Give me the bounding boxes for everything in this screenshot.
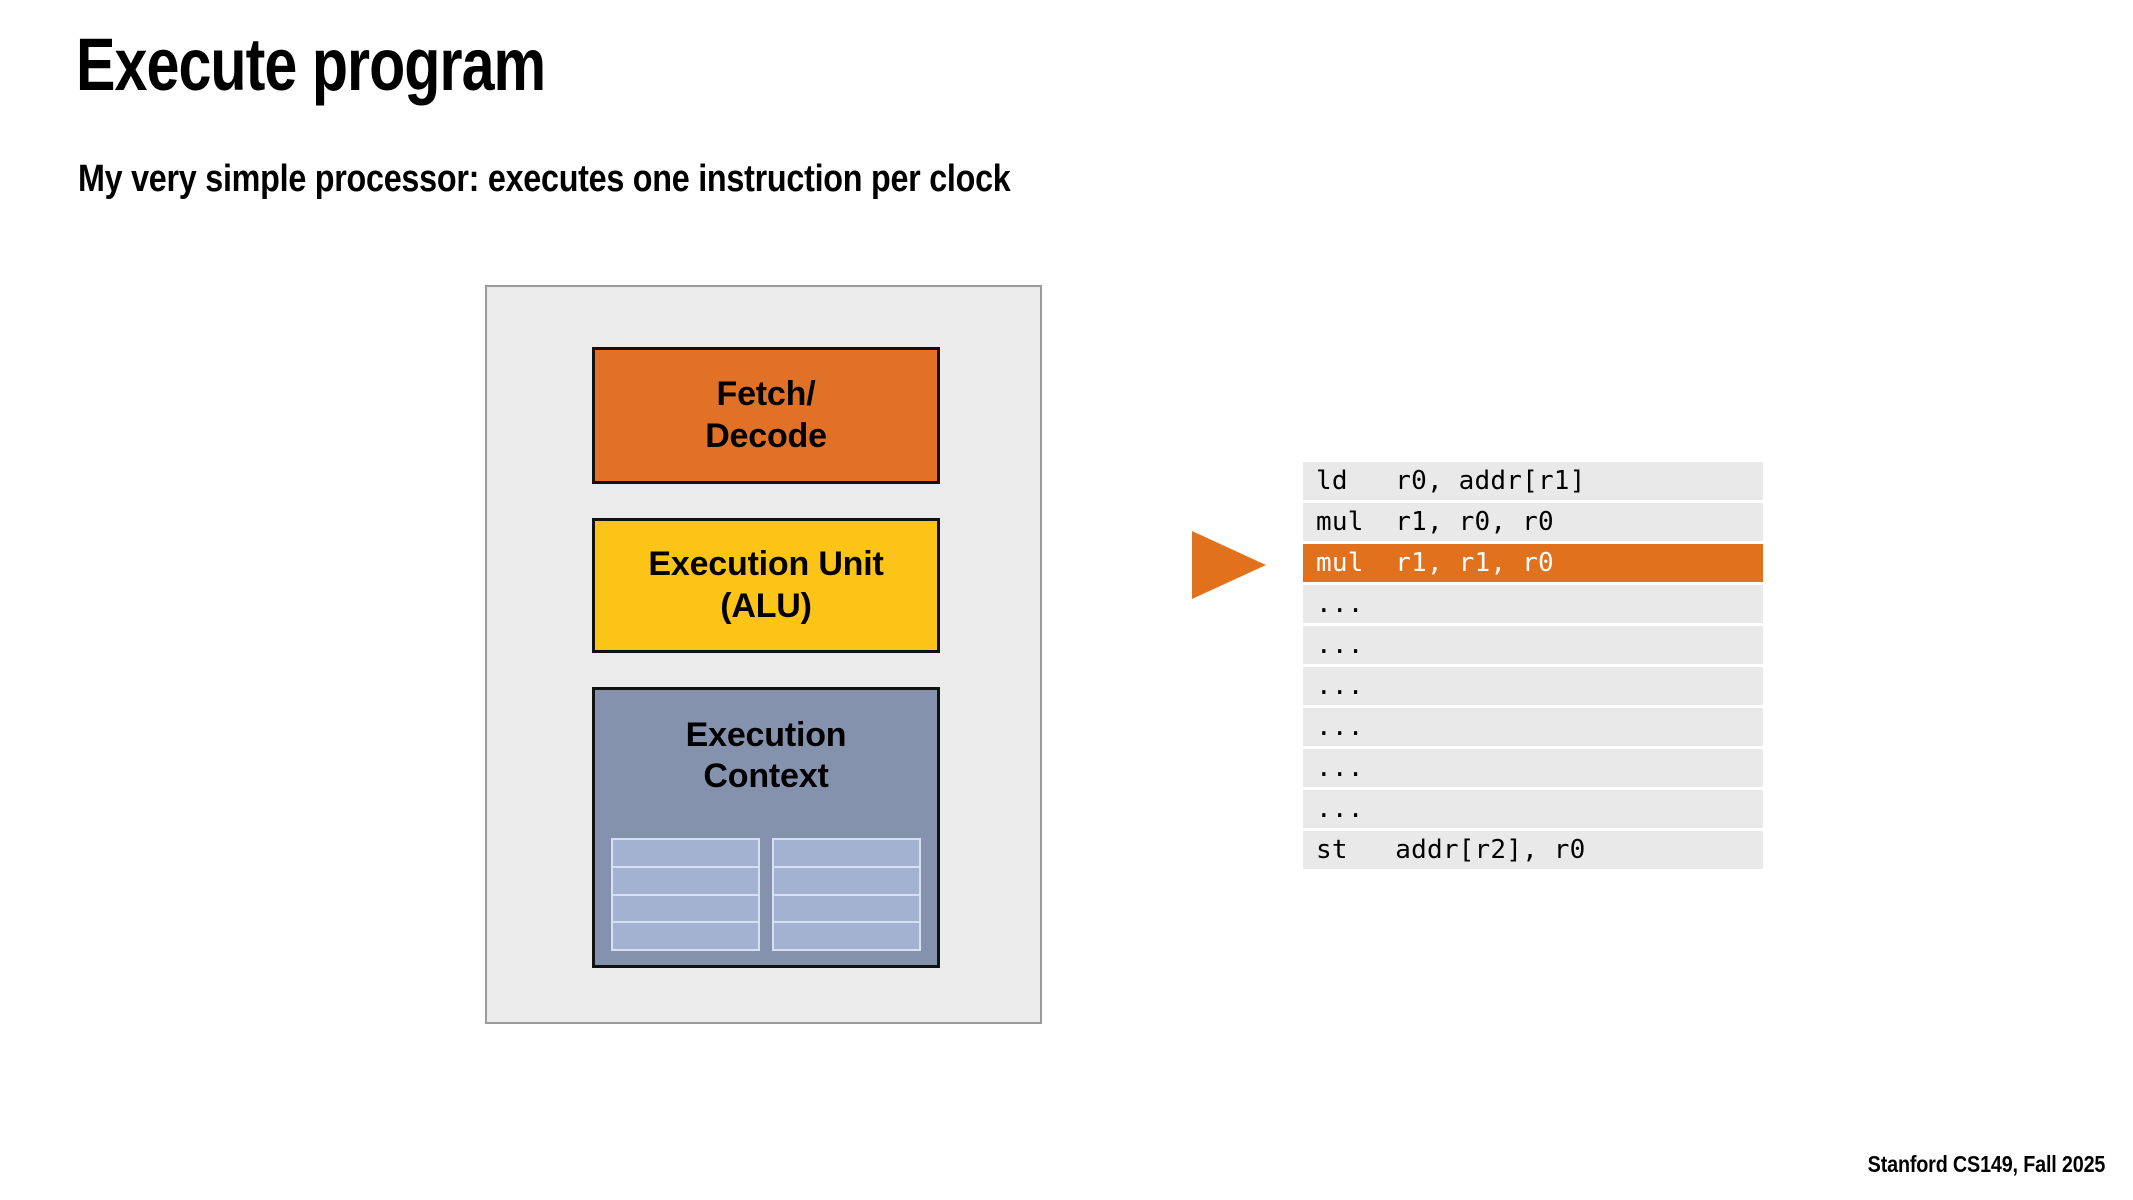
instruction-row: ld r0, addr[r1]: [1303, 462, 1763, 500]
slide-subtitle: My very simple processor: executes one i…: [78, 158, 1011, 200]
register-grid: [611, 838, 921, 951]
register-cell: [611, 838, 760, 868]
program-counter-arrow-icon: [1192, 531, 1266, 599]
fetch-decode-label-line1: Fetch/: [716, 375, 816, 414]
register-cell: [772, 893, 921, 924]
instruction-row: ...: [1303, 585, 1763, 623]
page-title: Execute program: [76, 23, 546, 106]
register-cell: [611, 893, 760, 924]
instruction-row-current: mul r1, r1, r0: [1303, 544, 1763, 582]
register-bank: [772, 838, 921, 951]
fetch-decode-unit: Fetch/ Decode: [592, 347, 940, 484]
register-cell: [611, 921, 760, 951]
instruction-row: st addr[r2], r0: [1303, 831, 1763, 869]
instruction-row: ...: [1303, 626, 1763, 664]
register-cell: [772, 838, 921, 868]
instruction-row: ...: [1303, 708, 1763, 746]
register-cell: [772, 865, 921, 896]
execution-context-label-line1: Execution: [685, 716, 847, 754]
execution-context-unit: Execution Context: [592, 687, 940, 968]
register-bank: [611, 838, 760, 951]
footer-credit: Stanford CS149, Fall 2025: [1867, 1151, 2105, 1177]
instruction-row: ...: [1303, 667, 1763, 705]
fetch-decode-label-line2: Decode: [705, 416, 827, 455]
execution-context-label-line2: Context: [703, 757, 829, 796]
execution-unit-alu: Execution Unit (ALU): [592, 518, 940, 653]
instruction-row: ...: [1303, 749, 1763, 787]
alu-label-line2: (ALU): [720, 586, 812, 625]
register-cell: [772, 921, 921, 951]
alu-label-line1: Execution Unit: [648, 545, 884, 584]
processor-diagram: Fetch/ Decode Execution Unit (ALU) Execu…: [485, 285, 1042, 1024]
instruction-row: mul r1, r0, r0: [1303, 503, 1763, 541]
instruction-row: ...: [1303, 790, 1763, 828]
register-cell: [611, 865, 760, 896]
